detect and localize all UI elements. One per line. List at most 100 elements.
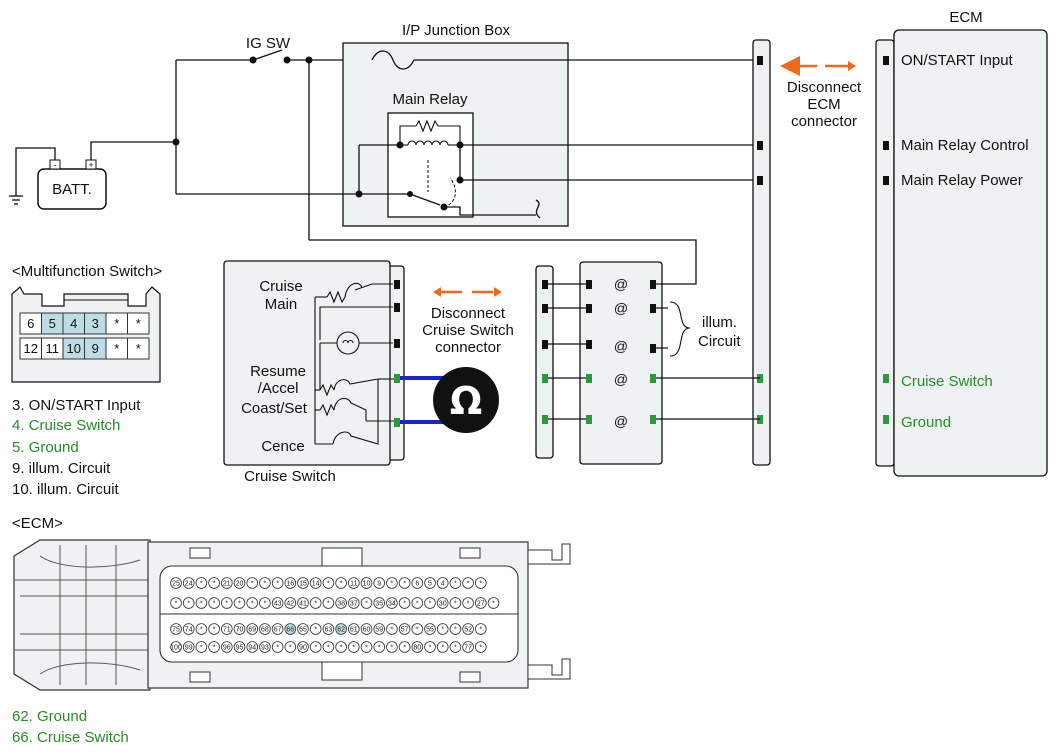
ecm-pin: [259, 577, 271, 589]
ecm-pin-label: *: [352, 645, 355, 652]
mf-pin-label: 6: [27, 316, 34, 331]
disconnect-cruise-line2: Cruise Switch: [422, 322, 514, 339]
ecm-pin-label: *: [454, 627, 457, 634]
ecm-pin-label: 65: [299, 627, 307, 634]
ecm-pin: [309, 641, 322, 653]
ecm-pin-label: *: [441, 645, 444, 652]
ecm-pin: [474, 641, 487, 653]
ecm-pin: [347, 577, 360, 589]
ecm-pin: [170, 623, 182, 635]
ecm-pin-ground: Ground: [901, 414, 951, 431]
ecm-pin: [449, 641, 462, 653]
relay-coil: [407, 140, 449, 146]
ecm-pin-label: *: [365, 601, 368, 608]
disconnect-ecm-line3: connector: [791, 113, 857, 130]
ecm-pin: [182, 641, 195, 653]
ecm-pin-label: 25: [172, 581, 180, 588]
fuse-symbol: [371, 50, 415, 70]
ecm-pin-cruise-switch: Cruise Switch: [901, 373, 993, 390]
mf-pin-label: *: [114, 341, 119, 356]
ecm-pin-label: 30: [439, 601, 447, 608]
illum-label-2: Circuit: [698, 333, 741, 350]
cruise-main-label-2: Main: [265, 296, 298, 313]
ecm-pin: [322, 641, 335, 653]
ecm-pin-label: 34: [388, 601, 396, 608]
ecm-pin-label: 5: [428, 581, 432, 588]
ecm-pin: [182, 623, 195, 635]
disconnect-ecm-line2: ECM: [807, 96, 840, 113]
ecm-pin-label: 71: [223, 627, 231, 634]
ecm-pin: [259, 597, 271, 609]
disconnect-cruise-annotation: Disconnect Cruise Switch connector: [422, 287, 514, 356]
ecm-pin-label: 55: [426, 627, 434, 634]
svg-text:@: @: [614, 338, 628, 354]
ecm-pin-label: 57: [401, 627, 409, 634]
ecm-pin: [195, 641, 208, 653]
ecm-pin-label: *: [429, 601, 432, 608]
ecm-pin: [271, 641, 284, 653]
ecm-pin-label: *: [454, 601, 457, 608]
ecm-pin: [347, 597, 360, 609]
ecm-pin-label: *: [200, 645, 203, 652]
ecm-pin: [411, 597, 424, 609]
multifunction-harness: @ @ @ @ @ illum. Circuit: [535, 261, 760, 465]
ecm-pin: [284, 597, 297, 609]
mf-pin-label: *: [136, 341, 141, 356]
ecm-harness-connector: [752, 39, 771, 466]
ecm-pin-label: *: [213, 645, 216, 652]
ecm-pin-label: *: [403, 601, 406, 608]
ecm-pin: [208, 623, 220, 635]
ecm-pin: [360, 577, 373, 589]
ecm-pin: [297, 641, 309, 653]
ecm-pin: [386, 623, 398, 635]
ecm-pin-label: *: [340, 581, 343, 588]
ecm-pin: [309, 577, 322, 589]
ecm-pin: [233, 597, 246, 609]
ecm-pin-label: *: [365, 645, 368, 652]
disconnect-cruise-line3: connector: [435, 339, 501, 356]
mf-pin-label: 4: [70, 316, 77, 331]
mf-pin-label: 11: [46, 341, 60, 356]
ecm-pin-label: 52: [464, 627, 472, 634]
ecm-pin: [170, 641, 182, 653]
ecm-pin-label: *: [175, 601, 178, 608]
ecm-pin-label: 43: [274, 601, 282, 608]
relay-contact-blade: [409, 193, 441, 206]
ecm-pin-label: *: [251, 581, 254, 588]
ecm-pin-label: 80: [413, 645, 421, 652]
legend-ecm-62: 62. Ground: [12, 708, 87, 725]
ecm-pin-main-relay-power: Main Relay Power: [901, 172, 1023, 189]
ecm-pin-label: *: [276, 581, 279, 588]
ecm-pin: [335, 597, 347, 609]
ecm-connector-title: <ECM>: [12, 515, 63, 532]
main-relay-label: Main Relay: [392, 91, 468, 108]
ecm-pin: [259, 641, 271, 653]
ecm-pin: [284, 623, 297, 635]
mf-pin-label: *: [136, 316, 141, 331]
battery-label: BATT.: [52, 181, 92, 198]
ecm-pin-label: 75: [172, 627, 180, 634]
ecm-pin: [411, 623, 424, 635]
ecm-pin-label: 42: [286, 601, 294, 608]
ecm-pin: [195, 577, 208, 589]
ecm-pin: [208, 641, 220, 653]
ecm-pin: [436, 641, 449, 653]
ecm-pin-label: 100: [170, 645, 182, 652]
ecm-pin: [386, 577, 398, 589]
mf-pin-label: 12: [24, 341, 38, 356]
ohm-symbol: Ω: [450, 379, 482, 423]
ecm-pin-label: *: [187, 601, 190, 608]
ecm-pin-label: *: [225, 601, 228, 608]
ecm-pin-label: 21: [223, 581, 231, 588]
ground-symbol: [9, 195, 23, 205]
ecm-pin-label: *: [454, 581, 457, 588]
ecm-pin-label: 69: [248, 627, 256, 634]
illum-brace: [669, 301, 691, 357]
ecm-pin-label: *: [200, 627, 203, 634]
ecm-pin: [474, 577, 487, 589]
ecm-pin-label: *: [492, 601, 495, 608]
